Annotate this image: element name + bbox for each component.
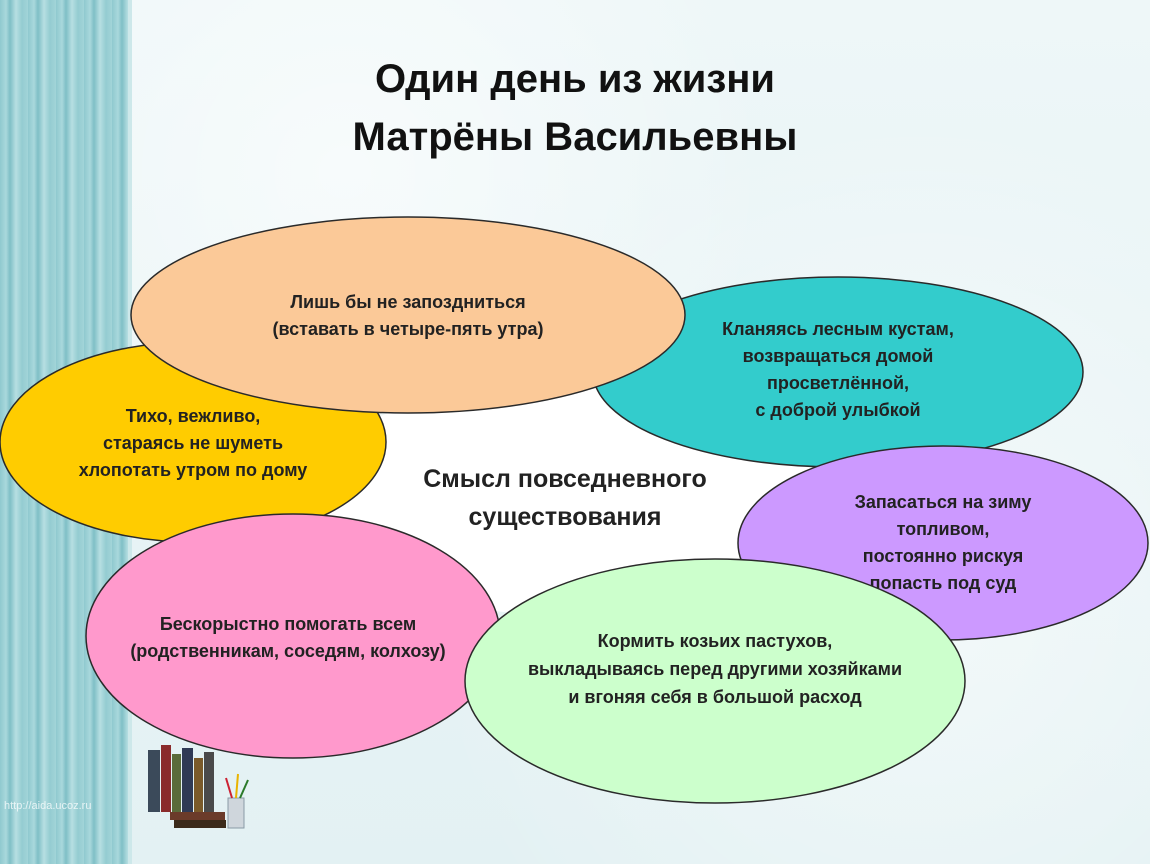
right-line-1: Запасаться на зиму (855, 492, 1032, 512)
bottom-right-line-2: выкладываясь перед другими хозяйками (528, 659, 902, 679)
ellipse-bottom-left (85, 513, 501, 759)
right-top-line-1: Кланяясь лесным кустам, (722, 319, 954, 339)
title-line-1: Один день из жизни (374, 57, 776, 101)
slide-title: Один день из жизни Матрёны Васильевны (300, 50, 850, 166)
ellipse-top (130, 216, 686, 414)
node-top: Лишь бы не запоздниться (вставать в четы… (130, 216, 686, 414)
title-line-2: Матрёны Васильевны (352, 115, 798, 159)
right-top-line-3: просветлённой, (767, 373, 909, 393)
left-line-2: стараясь не шуметь (103, 433, 283, 453)
bottom-right-line-3: и вгоняя себя в большой расход (568, 687, 862, 707)
left-line-3: хлопотать утром по дому (79, 460, 308, 480)
books-illustration (148, 745, 249, 829)
top-line-1: Лишь бы не запоздниться (290, 292, 525, 312)
node-bottom-right: Кормить козьих пастухов, выкладываясь пе… (464, 558, 966, 804)
right-top-line-4: с доброй улыбкой (755, 400, 920, 420)
watermark: http://aida.ucoz.ru (4, 800, 92, 812)
center-label-line-1: Смысл повседневного (423, 465, 707, 493)
center-label-line-2: существования (469, 503, 662, 531)
bottom-left-line-1: Бескорыстно помогать всем (160, 614, 416, 634)
right-line-4: попасть под суд (870, 573, 1017, 593)
bottom-right-line-1: Кормить козьих пастухов, (598, 631, 833, 651)
right-line-2: топливом, (897, 519, 990, 539)
bottom-left-line-2: (родственникам, соседям, колхозу) (130, 641, 445, 661)
left-line-1: Тихо, вежливо, (126, 406, 261, 426)
right-top-line-2: возвращаться домой (743, 346, 934, 366)
node-bottom-left: Бескорыстно помогать всем (родственникам… (85, 513, 501, 759)
right-line-3: постоянно рискуя (863, 546, 1024, 566)
top-line-2: (вставать в четыре-пять утра) (273, 319, 544, 339)
ellipse-bottom-right (464, 558, 966, 804)
